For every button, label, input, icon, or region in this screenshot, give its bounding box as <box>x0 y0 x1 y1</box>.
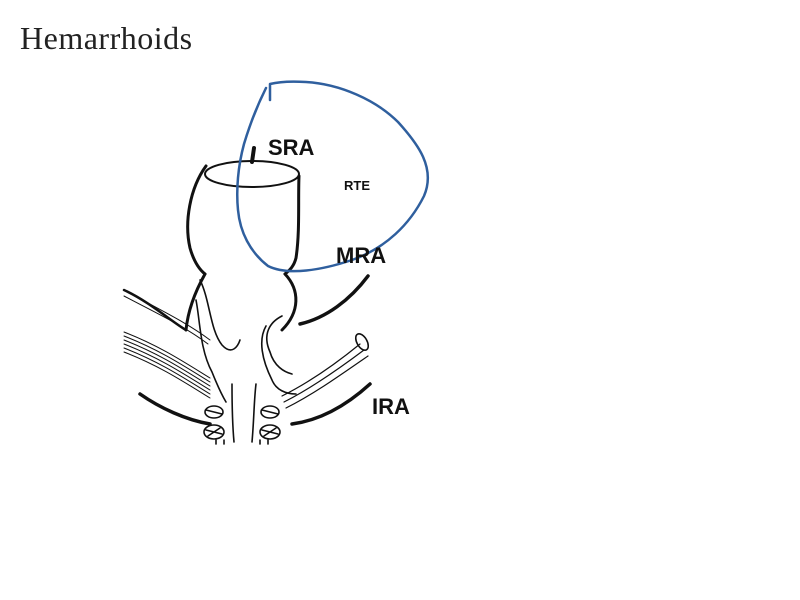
anal-canal-right <box>251 383 257 443</box>
ira-label: IRA <box>372 394 410 419</box>
sra-vessel <box>250 146 256 164</box>
sphincter-left <box>203 405 225 445</box>
sra-label: SRA <box>268 135 315 160</box>
anal-canal-left <box>231 383 235 443</box>
vessel-left-inner-2 <box>195 299 227 403</box>
left-outer-curve <box>122 288 188 332</box>
mra-vessel <box>298 274 370 326</box>
rte-annotation-label: RTE <box>344 178 370 193</box>
left-ligament <box>123 289 211 399</box>
ira-vessel-right <box>290 382 372 426</box>
rectum-neck-right <box>280 272 298 332</box>
right-cut-vessel <box>281 333 370 409</box>
vessel-right-inner <box>266 315 293 375</box>
rectum-illustration <box>122 146 372 445</box>
rectum-left-wall <box>186 164 208 276</box>
rectum-opening <box>204 160 300 188</box>
mra-label: MRA <box>336 243 386 268</box>
annotation-loop <box>236 80 430 273</box>
ira-vessel-left <box>138 392 212 426</box>
vessel-left-inner <box>199 279 241 351</box>
rectum-neck-left <box>184 272 207 332</box>
sphincter-right <box>259 405 281 445</box>
rectum-right-wall <box>283 174 301 276</box>
slide-title: Hemarrhoids <box>20 20 193 56</box>
